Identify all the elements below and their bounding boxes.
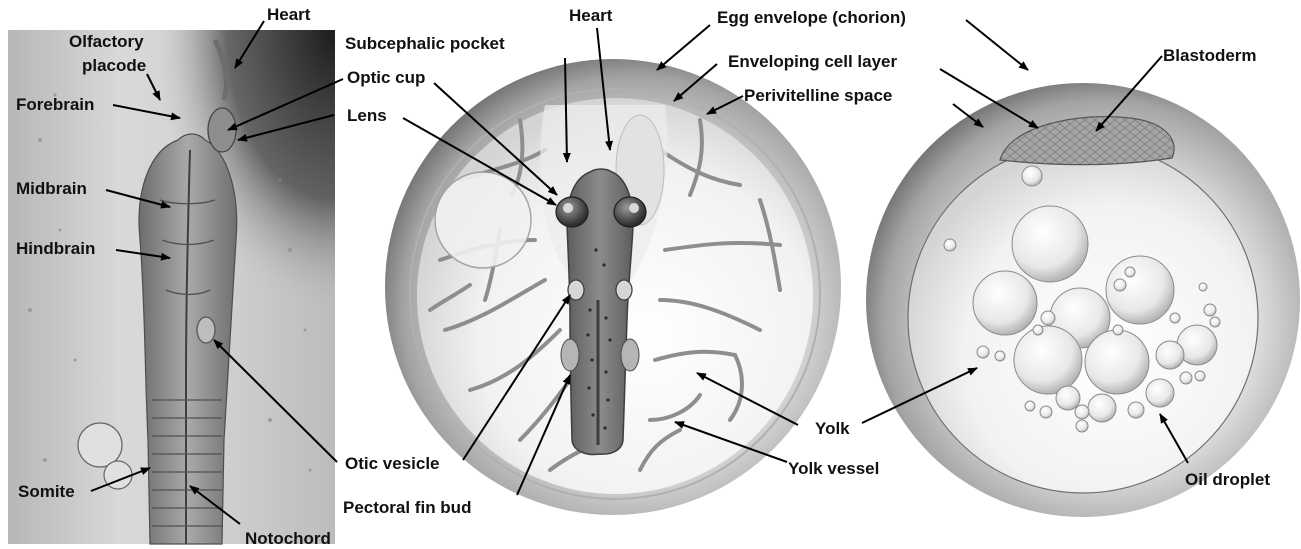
lens-embryo xyxy=(563,203,573,213)
label-otic-vesicle: Otic vesicle xyxy=(345,454,440,473)
label-somite: Somite xyxy=(18,482,75,501)
yolk-bubble-micro xyxy=(78,423,122,467)
optic-cup-micro xyxy=(208,108,236,152)
label-olfactory-placode-line2: placode xyxy=(82,56,146,75)
embryo-egg-panel xyxy=(385,59,841,515)
pectoral-fin-bud xyxy=(621,339,639,371)
blastula-egg-panel xyxy=(866,83,1300,517)
label-midbrain: Midbrain xyxy=(16,179,87,198)
lens-embryo xyxy=(629,203,639,213)
label-oil-droplet: Oil droplet xyxy=(1185,470,1270,489)
otic-vesicle-embryo xyxy=(616,280,632,300)
label-hindbrain: Hindbrain xyxy=(16,239,95,258)
optic-cup-embryo xyxy=(614,197,646,227)
optic-cup-embryo xyxy=(556,197,588,227)
pectoral-fin-bud xyxy=(561,339,579,371)
label-blastoderm: Blastoderm xyxy=(1163,46,1257,65)
yolk-globule xyxy=(435,172,531,268)
label-yolk-vessel: Yolk vessel xyxy=(788,459,879,478)
label-olfactory-placode-line1: Olfactory xyxy=(69,32,144,51)
label-egg-envelope: Egg envelope (chorion) xyxy=(717,8,906,27)
label-subcephalic-pocket: Subcephalic pocket xyxy=(345,34,505,53)
label-yolk: Yolk xyxy=(815,419,850,438)
label-enveloping-cell-layer: Enveloping cell layer xyxy=(728,52,898,71)
otic-vesicle-embryo xyxy=(568,280,584,300)
label-lens: Lens xyxy=(347,106,387,125)
label-heart-embryo: Heart xyxy=(569,6,613,25)
label-optic-cup: Optic cup xyxy=(347,68,425,87)
label-notochord: Notochord xyxy=(245,529,331,548)
label-pectoral-fin-bud: Pectoral fin bud xyxy=(343,498,471,517)
otic-vesicle-micro xyxy=(197,317,215,343)
label-forebrain: Forebrain xyxy=(16,95,94,114)
label-heart-micro: Heart xyxy=(267,5,311,24)
label-perivitelline-space: Perivitelline space xyxy=(744,86,892,105)
